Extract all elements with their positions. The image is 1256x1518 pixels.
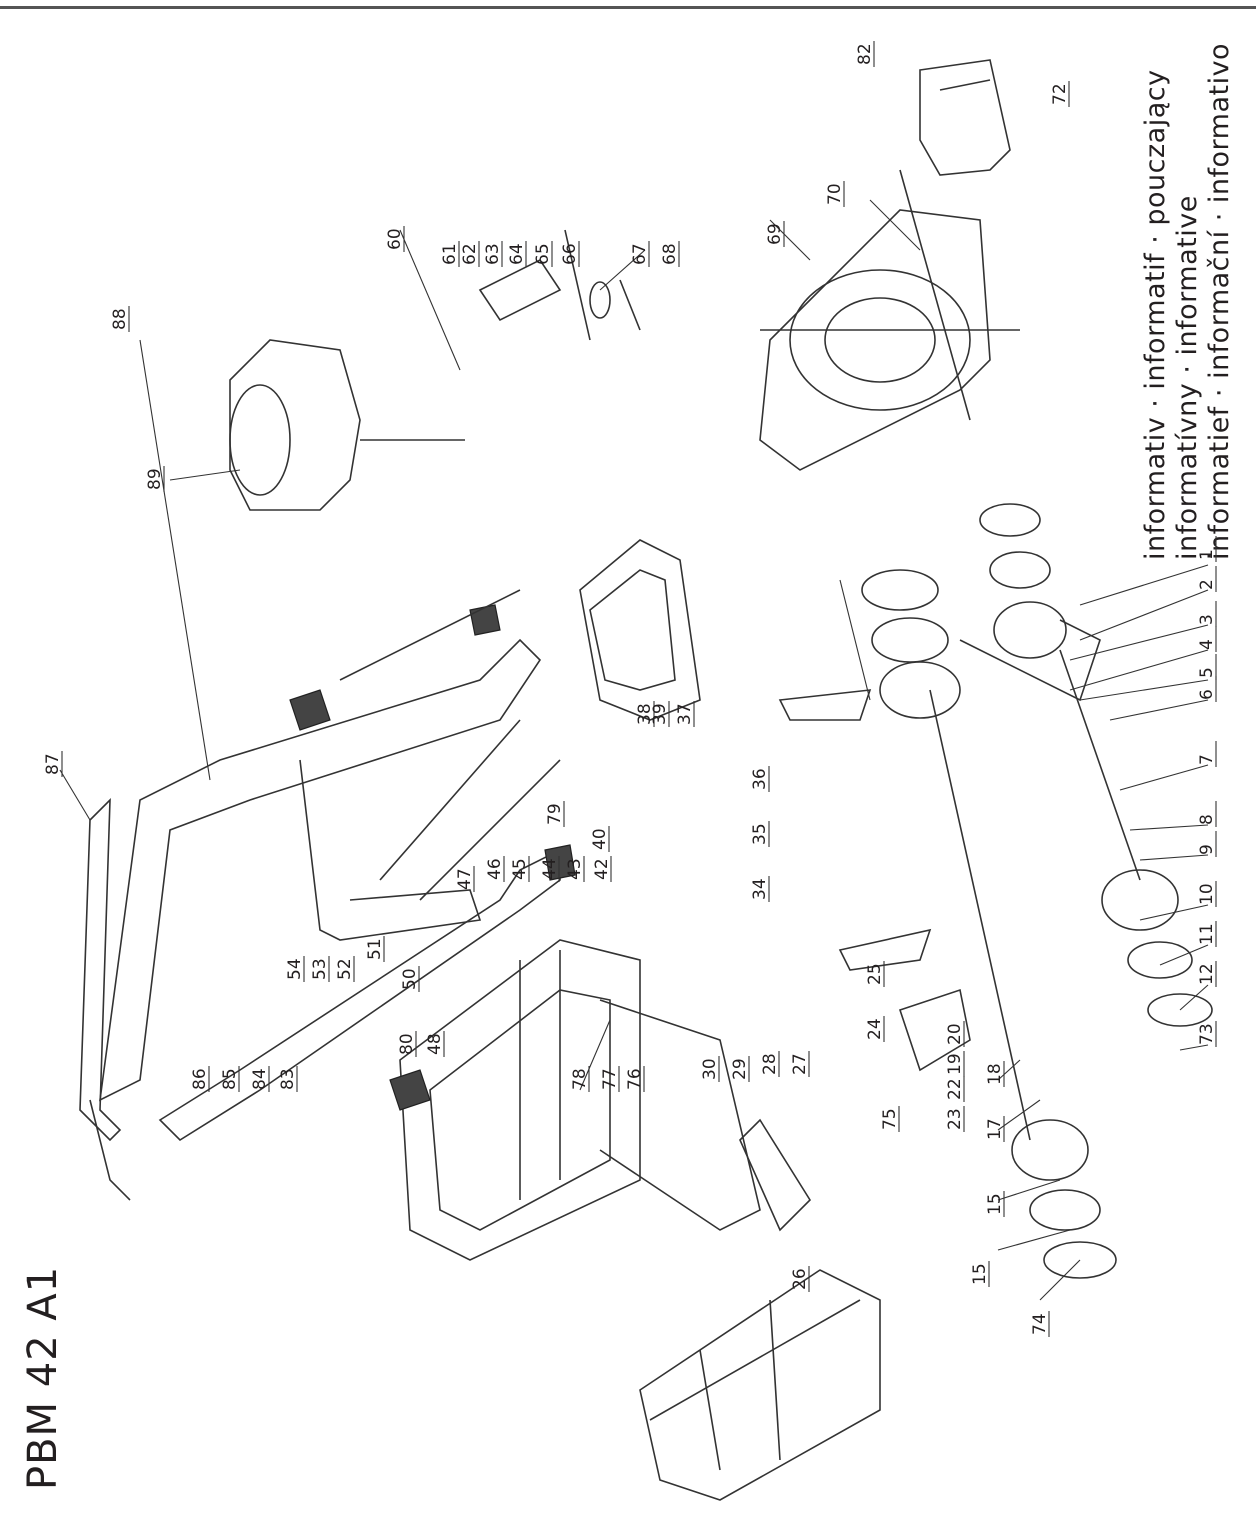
part-label-p88: 88	[110, 308, 130, 330]
part-label-p36: 36	[750, 768, 770, 790]
part-label-p69: 69	[765, 223, 785, 245]
part-label-p43: 43	[565, 858, 585, 880]
top-cover-drawing	[579, 539, 701, 721]
part-label-p29: 29	[730, 1058, 750, 1080]
grass-bag-drawing	[639, 1269, 881, 1501]
rear-cover-drawing	[399, 939, 761, 1261]
part-label-p66: 66	[560, 243, 580, 265]
part-label-p86: 86	[190, 1068, 210, 1090]
part-label-p82: 82	[855, 43, 875, 65]
part-label-p40: 40	[590, 828, 610, 850]
part-label-p20: 20	[945, 1023, 965, 1045]
part-label-p84: 84	[250, 1068, 270, 1090]
part-label-p62: 62	[460, 243, 480, 265]
part-label-p76: 76	[625, 1068, 645, 1090]
part-label-p22: 22	[945, 1078, 965, 1100]
part-label-p3: 3	[1197, 614, 1217, 625]
cutting-deck-drawing	[759, 169, 1020, 471]
part-label-p85: 85	[220, 1068, 240, 1090]
engine-drawing	[229, 339, 465, 511]
part-label-p15a: 15	[985, 1193, 1005, 1215]
part-label-p47: 47	[455, 868, 475, 890]
part-label-p52: 52	[335, 958, 355, 980]
rear-flap-drawing	[919, 59, 1011, 176]
part-label-p38: 38	[635, 703, 655, 725]
part-label-p45: 45	[510, 858, 530, 880]
part-label-p77: 77	[600, 1068, 620, 1090]
part-label-p35: 35	[750, 823, 770, 845]
part-label-p18: 18	[985, 1063, 1005, 1085]
part-label-p46: 46	[485, 858, 505, 880]
part-label-p65: 65	[533, 243, 553, 265]
part-label-p80: 80	[397, 1033, 417, 1055]
part-label-p48: 48	[425, 1033, 445, 1055]
part-label-p1: 1	[1197, 549, 1217, 560]
part-label-p78: 78	[570, 1068, 590, 1090]
part-label-p87: 87	[43, 753, 63, 775]
chute-plate-drawing	[739, 1118, 812, 1232]
part-label-p25: 25	[865, 963, 885, 985]
part-label-p12: 12	[1197, 963, 1217, 985]
blade-assembly-drawing	[478, 229, 641, 341]
part-label-p24: 24	[865, 1018, 885, 1040]
part-label-p2: 2	[1197, 579, 1217, 590]
handle-frame-drawing	[89, 638, 561, 1201]
part-label-p34: 34	[750, 878, 770, 900]
part-label-p6: 6	[1197, 689, 1217, 700]
top-rule	[0, 6, 1256, 9]
part-label-p63: 63	[483, 243, 503, 265]
part-label-p75: 75	[880, 1108, 900, 1130]
leader-lines	[59, 199, 1209, 1301]
part-label-p68: 68	[660, 243, 680, 265]
part-label-p61: 61	[440, 243, 460, 265]
part-label-p11: 11	[1197, 923, 1217, 945]
part-label-p4: 4	[1197, 639, 1217, 650]
axles-drawing	[778, 619, 1141, 1141]
part-label-p5: 5	[1197, 667, 1217, 678]
part-label-p26: 26	[790, 1268, 810, 1290]
part-label-p37: 37	[675, 703, 695, 725]
part-label-p39: 39	[650, 703, 670, 725]
small-hardware-drawing	[289, 589, 576, 1111]
part-label-p74: 74	[1030, 1313, 1050, 1335]
part-label-p54: 54	[285, 958, 305, 980]
part-label-p9: 9	[1197, 844, 1217, 855]
part-label-p73: 73	[1197, 1023, 1217, 1045]
part-label-p7: 7	[1197, 754, 1217, 765]
part-label-p53: 53	[310, 958, 330, 980]
part-label-p51: 51	[365, 938, 385, 960]
part-label-p89: 89	[145, 468, 165, 490]
part-label-p28: 28	[760, 1053, 780, 1075]
part-label-p17: 17	[985, 1118, 1005, 1140]
part-label-p15b: 15	[970, 1263, 990, 1285]
part-label-p10: 10	[1197, 883, 1217, 905]
control-bar-drawing	[79, 798, 122, 1142]
part-label-p70: 70	[825, 183, 845, 205]
part-label-p23: 23	[945, 1108, 965, 1130]
part-label-p42: 42	[592, 858, 612, 880]
part-label-p64: 64	[507, 243, 527, 265]
part-label-p19: 19	[945, 1053, 965, 1075]
part-label-p8: 8	[1197, 814, 1217, 825]
part-label-p67: 67	[630, 243, 650, 265]
part-label-p44: 44	[540, 858, 560, 880]
part-label-p27: 27	[790, 1053, 810, 1075]
part-label-p83: 83	[278, 1068, 298, 1090]
part-label-p30: 30	[700, 1058, 720, 1080]
part-label-p79: 79	[545, 803, 565, 825]
part-label-p72: 72	[1050, 83, 1070, 105]
part-label-p60: 60	[385, 228, 405, 250]
part-label-p50: 50	[400, 968, 420, 990]
wheels-drawing	[861, 503, 1213, 1279]
